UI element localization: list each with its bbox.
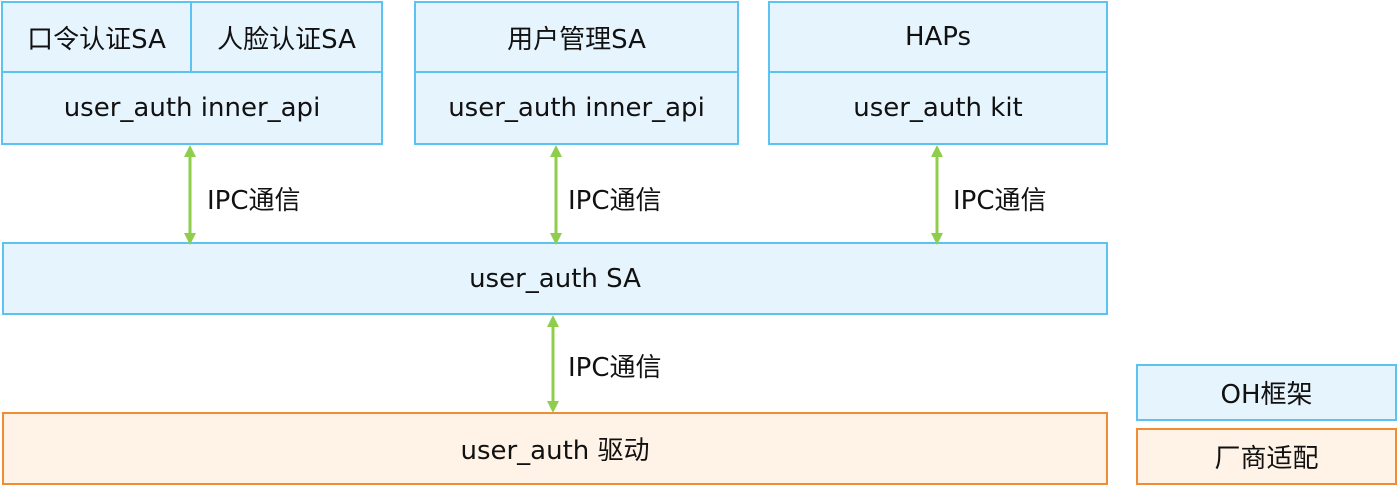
inner-api-label-1: user_auth inner_api	[63, 93, 321, 123]
driver-box: user_auth 驱动	[2, 412, 1108, 485]
ipc-label-2: IPC通信	[568, 186, 662, 216]
haps-box: HAPs	[768, 1, 1108, 73]
driver-label: user_auth 驱动	[460, 436, 650, 466]
pin-auth-sa-box: 口令认证SA	[1, 1, 192, 73]
haps-label: HAPs	[904, 22, 972, 52]
inner-api-label-2: user_auth inner_api	[448, 93, 705, 123]
kit-box: user_auth kit	[768, 71, 1108, 145]
ipc-label-1: IPC通信	[207, 186, 301, 216]
arrowhead-1-down	[184, 233, 196, 245]
arrowhead-4-down	[547, 401, 559, 413]
ipc-label-3: IPC通信	[953, 186, 1047, 216]
user-mgmt-sa-box: 用户管理SA	[414, 1, 739, 73]
ipc-label-4: IPC通信	[568, 353, 662, 383]
face-auth-sa-label: 人脸认证SA	[217, 24, 356, 55]
user-mgmt-sa-label: 用户管理SA	[507, 24, 646, 55]
arrowhead-3-up	[931, 145, 943, 157]
pin-auth-sa-label: 口令认证SA	[27, 24, 166, 55]
legend-vendor-box: 厂商适配	[1136, 428, 1397, 485]
kit-label: user_auth kit	[853, 93, 1023, 123]
arrowhead-3-down	[931, 233, 943, 245]
arrowhead-4-up	[547, 315, 559, 327]
inner-api-box-2: user_auth inner_api	[414, 71, 739, 145]
arrowhead-2-down	[550, 233, 562, 245]
inner-api-box-1: user_auth inner_api	[1, 71, 383, 145]
user-auth-sa-box: user_auth SA	[2, 242, 1108, 315]
legend-oh-label: OH框架	[1220, 380, 1313, 410]
arrowhead-1-up	[184, 145, 196, 157]
legend-vendor-label: 厂商适配	[1214, 444, 1319, 474]
arrowhead-2-up	[550, 145, 562, 157]
user-auth-sa-label: user_auth SA	[469, 263, 641, 294]
legend-oh-box: OH框架	[1136, 364, 1397, 421]
